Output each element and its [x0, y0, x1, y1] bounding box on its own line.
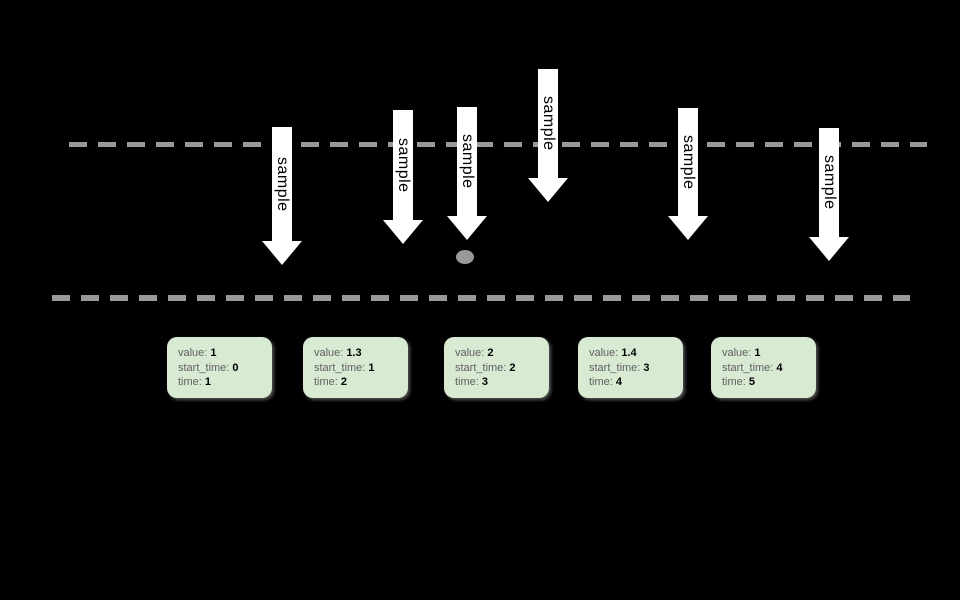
sample-arrow-3: sample	[447, 107, 487, 240]
field-label: start_time:	[589, 361, 641, 374]
record-field: value:1	[178, 346, 272, 361]
field-label: start_time:	[178, 361, 230, 374]
field-label: time:	[722, 376, 746, 388]
record-field: time:5	[722, 375, 816, 390]
upper-threshold-dashed-line	[69, 142, 927, 147]
field-label: value:	[178, 347, 208, 359]
arrow-label: sample	[274, 156, 291, 212]
record-field: start_time:4	[722, 361, 816, 376]
record-field: value:1.4	[589, 346, 683, 361]
field-label: value:	[589, 347, 619, 359]
sample-arrow-4: sample	[528, 69, 568, 202]
field-value: 3	[643, 361, 650, 374]
field-label: time:	[178, 376, 202, 388]
field-value: 1	[204, 376, 211, 388]
field-value: 1.3	[346, 347, 362, 359]
arrow-down-icon	[383, 220, 423, 244]
arrow-shaft: sample	[457, 107, 477, 216]
field-label: time:	[455, 376, 479, 388]
sample-record-box-3: value:2 start_time:2 time:3	[444, 337, 549, 398]
arrow-down-icon	[528, 178, 568, 202]
field-value: 2	[509, 361, 516, 374]
field-label: value:	[722, 347, 752, 359]
record-field: value:2	[455, 346, 549, 361]
arrow-shaft: sample	[819, 128, 839, 237]
arrow-shaft: sample	[272, 127, 292, 241]
arrow-down-icon	[668, 216, 708, 240]
record-field: time:4	[589, 375, 683, 390]
sample-arrow-2: sample	[383, 110, 423, 244]
field-label: time:	[314, 376, 338, 388]
field-label: time:	[589, 376, 613, 388]
field-value: 5	[748, 376, 755, 388]
record-field: start_time:2	[455, 361, 549, 376]
arrow-label: sample	[459, 134, 476, 189]
arrow-down-icon	[447, 216, 487, 240]
arrow-label: sample	[540, 96, 557, 151]
arrow-down-icon	[809, 237, 849, 261]
sample-arrow-1: sample	[262, 127, 302, 265]
sample-arrow-5: sample	[668, 108, 708, 240]
record-field: time:2	[314, 375, 408, 390]
field-label: start_time:	[722, 361, 774, 374]
field-label: value:	[455, 347, 485, 359]
field-value: 2	[340, 376, 347, 388]
arrow-shaft: sample	[393, 110, 413, 220]
arrow-label: sample	[680, 134, 697, 190]
record-field: value:1	[722, 346, 816, 361]
lower-timeline-dashed-line	[52, 295, 910, 301]
field-value: 1.4	[621, 347, 637, 359]
field-value: 4	[615, 376, 622, 388]
record-field: value:1.3	[314, 346, 408, 361]
record-field: start_time:0	[178, 361, 272, 376]
field-value: 0	[232, 361, 239, 374]
arrow-label: sample	[395, 137, 412, 193]
field-value: 1	[754, 347, 761, 359]
record-field: time:3	[455, 375, 549, 390]
field-value: 1	[368, 361, 375, 374]
sample-arrow-6: sample	[809, 128, 849, 261]
field-label: value:	[314, 347, 344, 359]
sample-record-box-1: value:1 start_time:0 time:1	[167, 337, 272, 398]
sample-record-box-4: value:1.4 start_time:3 time:4	[578, 337, 683, 398]
field-value: 4	[776, 361, 783, 374]
sample-record-box-5: value:1 start_time:4 time:5	[711, 337, 816, 398]
arrow-label: sample	[821, 155, 838, 210]
field-label: start_time:	[455, 361, 507, 374]
field-value: 1	[210, 347, 217, 359]
sample-record-box-2: value:1.3 start_time:1 time:2	[303, 337, 408, 398]
arrow-shaft: sample	[678, 108, 698, 216]
arrow-shaft: sample	[538, 69, 558, 178]
field-value: 3	[481, 376, 488, 388]
arrow-down-icon	[262, 241, 302, 265]
sample-point-dot	[456, 250, 474, 264]
field-value: 2	[487, 347, 494, 359]
record-field: time:1	[178, 375, 272, 390]
record-field: start_time:1	[314, 361, 408, 376]
record-field: start_time:3	[589, 361, 683, 376]
field-label: start_time:	[314, 361, 366, 374]
